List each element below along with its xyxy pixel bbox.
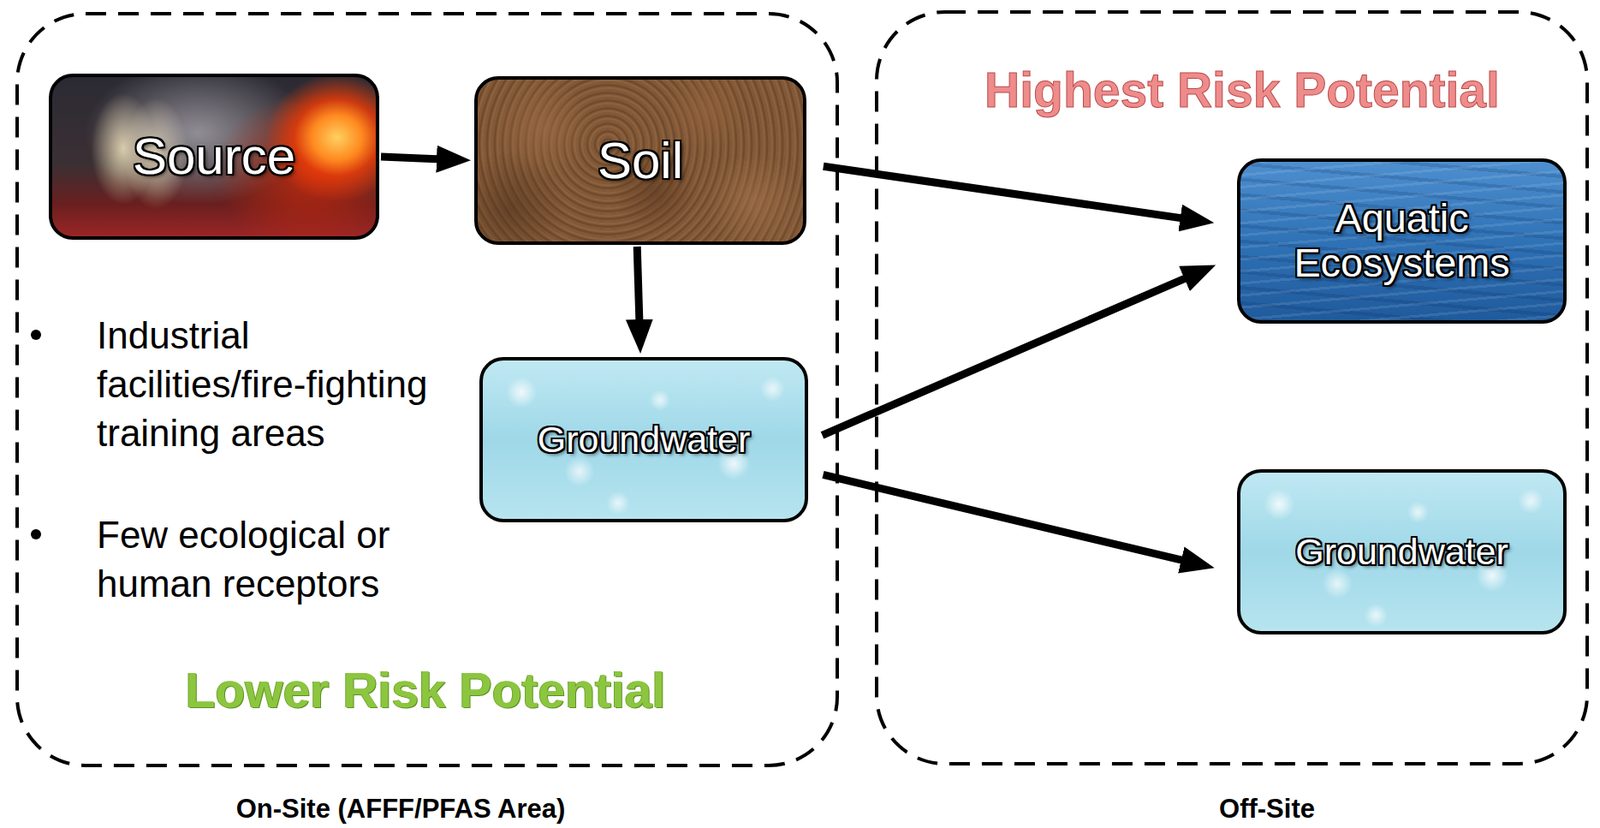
bullet-dot — [30, 529, 42, 540]
region-outline — [874, 10, 1589, 766]
dashed-border — [876, 11, 1588, 764]
dashed-border — [17, 13, 838, 766]
flow-arrow — [380, 156, 453, 160]
flow-arrow — [823, 166, 1196, 221]
text-slot: Few ecological or human receptors — [96, 510, 448, 608]
groundwater-box: Groundwater — [1237, 469, 1567, 635]
bullet-note: Industrial facilities/fire-fighting trai… — [96, 310, 448, 458]
risk-heading: Highest Risk Potential — [984, 63, 1500, 118]
text-slot: Industrial facilities/fire-fighting trai… — [96, 310, 448, 458]
source-box: Source — [48, 73, 380, 240]
text-slot: Lower Risk Potential — [185, 663, 667, 718]
off-site-region: Highest Risk PotentialOff-SiteAquatic Ec… — [874, 10, 1589, 766]
soil-box: Soil — [474, 76, 807, 245]
text-slot: Off-Site — [1219, 794, 1315, 824]
flow-arrow — [822, 272, 1200, 435]
bullet-note: Few ecological or human receptors — [96, 510, 448, 608]
risk-heading: Lower Risk Potential — [185, 663, 667, 718]
groundwater-box: Groundwater — [479, 356, 809, 523]
flow-arrow — [636, 246, 640, 335]
box-label: Soil — [590, 132, 690, 190]
region-caption: On-Site (AFFF/PFAS Area) — [236, 794, 566, 824]
box-label: Groundwater — [1288, 531, 1516, 572]
box-label: Source — [125, 128, 303, 185]
flow-arrow — [823, 474, 1197, 564]
on-site-region: Industrial facilities/fire-fighting trai… — [15, 11, 839, 768]
box-label: Groundwater — [530, 419, 758, 460]
text-slot: On-Site (AFFF/PFAS Area) — [236, 794, 566, 824]
region-caption: Off-Site — [1219, 794, 1315, 824]
text-slot: Highest Risk Potential — [984, 63, 1500, 118]
aquatic-box: Aquatic Ecosystems — [1237, 158, 1567, 324]
box-label: Aquatic Ecosystems — [1240, 196, 1564, 286]
bullet-dot — [30, 329, 42, 340]
